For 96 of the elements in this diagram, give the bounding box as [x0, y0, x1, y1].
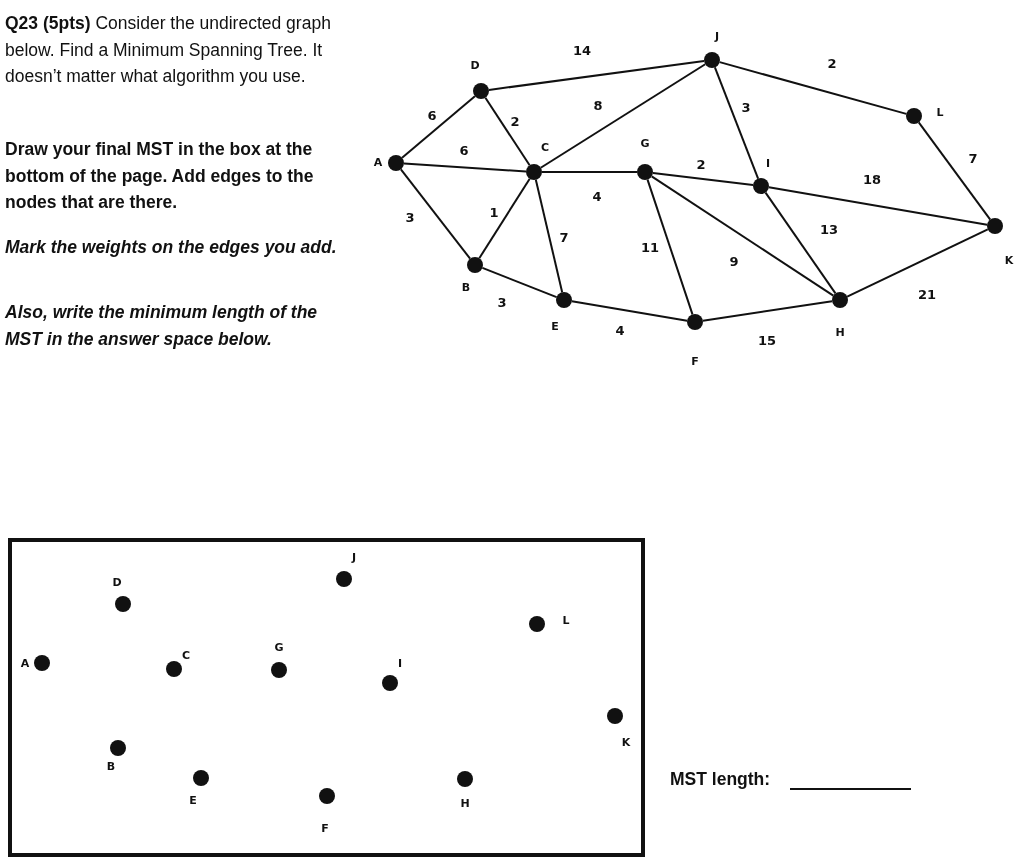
edge-label: 15 [756, 333, 778, 347]
graph-edge [764, 191, 837, 295]
graph-edge [846, 228, 989, 298]
node-letter: E [189, 794, 197, 806]
vertex-dot [34, 655, 50, 671]
instruction-text: Q23 (5pts) Consider the undirected graph below. Find a Minimum Spanning Tree. It doesn’t matter what algorithm you use. [5, 12, 332, 88]
node-letter: A [20, 657, 30, 669]
edge-label: 9 [728, 254, 740, 268]
vertex-dot [473, 83, 489, 99]
graph-edge [651, 171, 755, 187]
graph-edge [539, 63, 707, 169]
vertex-dot [193, 770, 209, 786]
edge-label: 2 [826, 56, 838, 70]
graph-edge [399, 168, 472, 260]
vertex-dot [388, 155, 404, 171]
graph-edge [713, 66, 760, 180]
vertex-dot [987, 218, 1003, 234]
graph-edge [701, 300, 834, 322]
node-letter: A [373, 156, 383, 168]
vertex-dot [832, 292, 848, 308]
node-letter: K [621, 736, 631, 748]
node-letter: I [765, 157, 771, 169]
graph-edge [481, 266, 558, 299]
edge-label: 8 [592, 98, 604, 112]
answer-box [8, 538, 645, 857]
vertex-dot [382, 675, 398, 691]
node-letter: L [936, 106, 944, 118]
vertex-dot [637, 164, 653, 180]
instruction-text: Also, write the minimum length of the MST in the answer space below. [5, 301, 319, 351]
node-letter: C [181, 649, 191, 661]
vertex-dot [336, 571, 352, 587]
node-letter: B [106, 760, 116, 772]
node-letter: D [470, 59, 480, 71]
vertex-dot [906, 108, 922, 124]
node-letter: F [321, 822, 329, 834]
node-letter: G [274, 641, 284, 653]
edge-label: 2 [509, 114, 521, 128]
edge-label: 7 [558, 230, 570, 244]
edge-label: 4 [591, 189, 603, 203]
edge-label: 7 [967, 151, 979, 165]
vertex-dot [607, 708, 623, 724]
graph-edge [401, 95, 476, 159]
edge-label: 14 [571, 43, 593, 57]
node-letter: I [397, 657, 403, 669]
node-letter: E [551, 320, 559, 332]
graph-edge [478, 177, 531, 260]
edge-label: 4 [614, 323, 626, 337]
edge-label: 6 [458, 143, 470, 157]
node-letter: L [562, 614, 570, 626]
edge-label: 11 [639, 240, 661, 254]
vertex-dot [166, 661, 182, 677]
vertex-dot [271, 662, 287, 678]
vertex-dot [704, 52, 720, 68]
instruction-text: MST length: [670, 768, 772, 791]
node-letter: H [835, 326, 845, 338]
vertex-dot [687, 314, 703, 330]
node-letter: F [691, 355, 699, 367]
graph-edge [570, 300, 689, 322]
vertex-dot [467, 257, 483, 273]
node-letter: B [461, 281, 471, 293]
graph-edge [484, 96, 531, 167]
vertex-dot [556, 292, 572, 308]
edge-label: 3 [740, 100, 752, 114]
graph-edge [487, 60, 706, 91]
edge-label: 6 [426, 108, 438, 122]
node-letter: H [460, 797, 470, 809]
node-letter: D [112, 576, 122, 588]
vertex-dot [115, 596, 131, 612]
node-letter: J [714, 30, 720, 42]
edge-label: 13 [818, 222, 840, 236]
vertex-dot [529, 616, 545, 632]
node-letter: G [640, 137, 650, 149]
edge-label: 21 [916, 287, 938, 301]
instruction-text: Mark the weights on the edges you add. [5, 236, 338, 259]
vertex-dot [110, 740, 126, 756]
graph-edge [646, 178, 694, 316]
graph-edge [534, 178, 564, 294]
edge-label: 2 [695, 157, 707, 171]
graph-edge [403, 162, 527, 173]
instruction-text: Draw your final MST in the box at the bottom of the page. Add edges to the nodes that are there. [5, 138, 315, 214]
graph-edge [917, 121, 992, 221]
graph-edge [767, 186, 989, 226]
edge-label: 1 [488, 205, 500, 219]
graph-edge [718, 61, 908, 115]
vertex-dot [526, 164, 542, 180]
edge-label: 18 [861, 172, 883, 186]
edge-label: 3 [496, 295, 508, 309]
graph-edge [650, 175, 835, 297]
vertex-dot [319, 788, 335, 804]
node-letter: K [1004, 254, 1014, 266]
node-letter: J [351, 551, 357, 563]
node-letter: C [540, 141, 550, 153]
graph-edge [541, 171, 638, 173]
vertex-dot [753, 178, 769, 194]
vertex-dot [457, 771, 473, 787]
edge-label: 3 [404, 210, 416, 224]
